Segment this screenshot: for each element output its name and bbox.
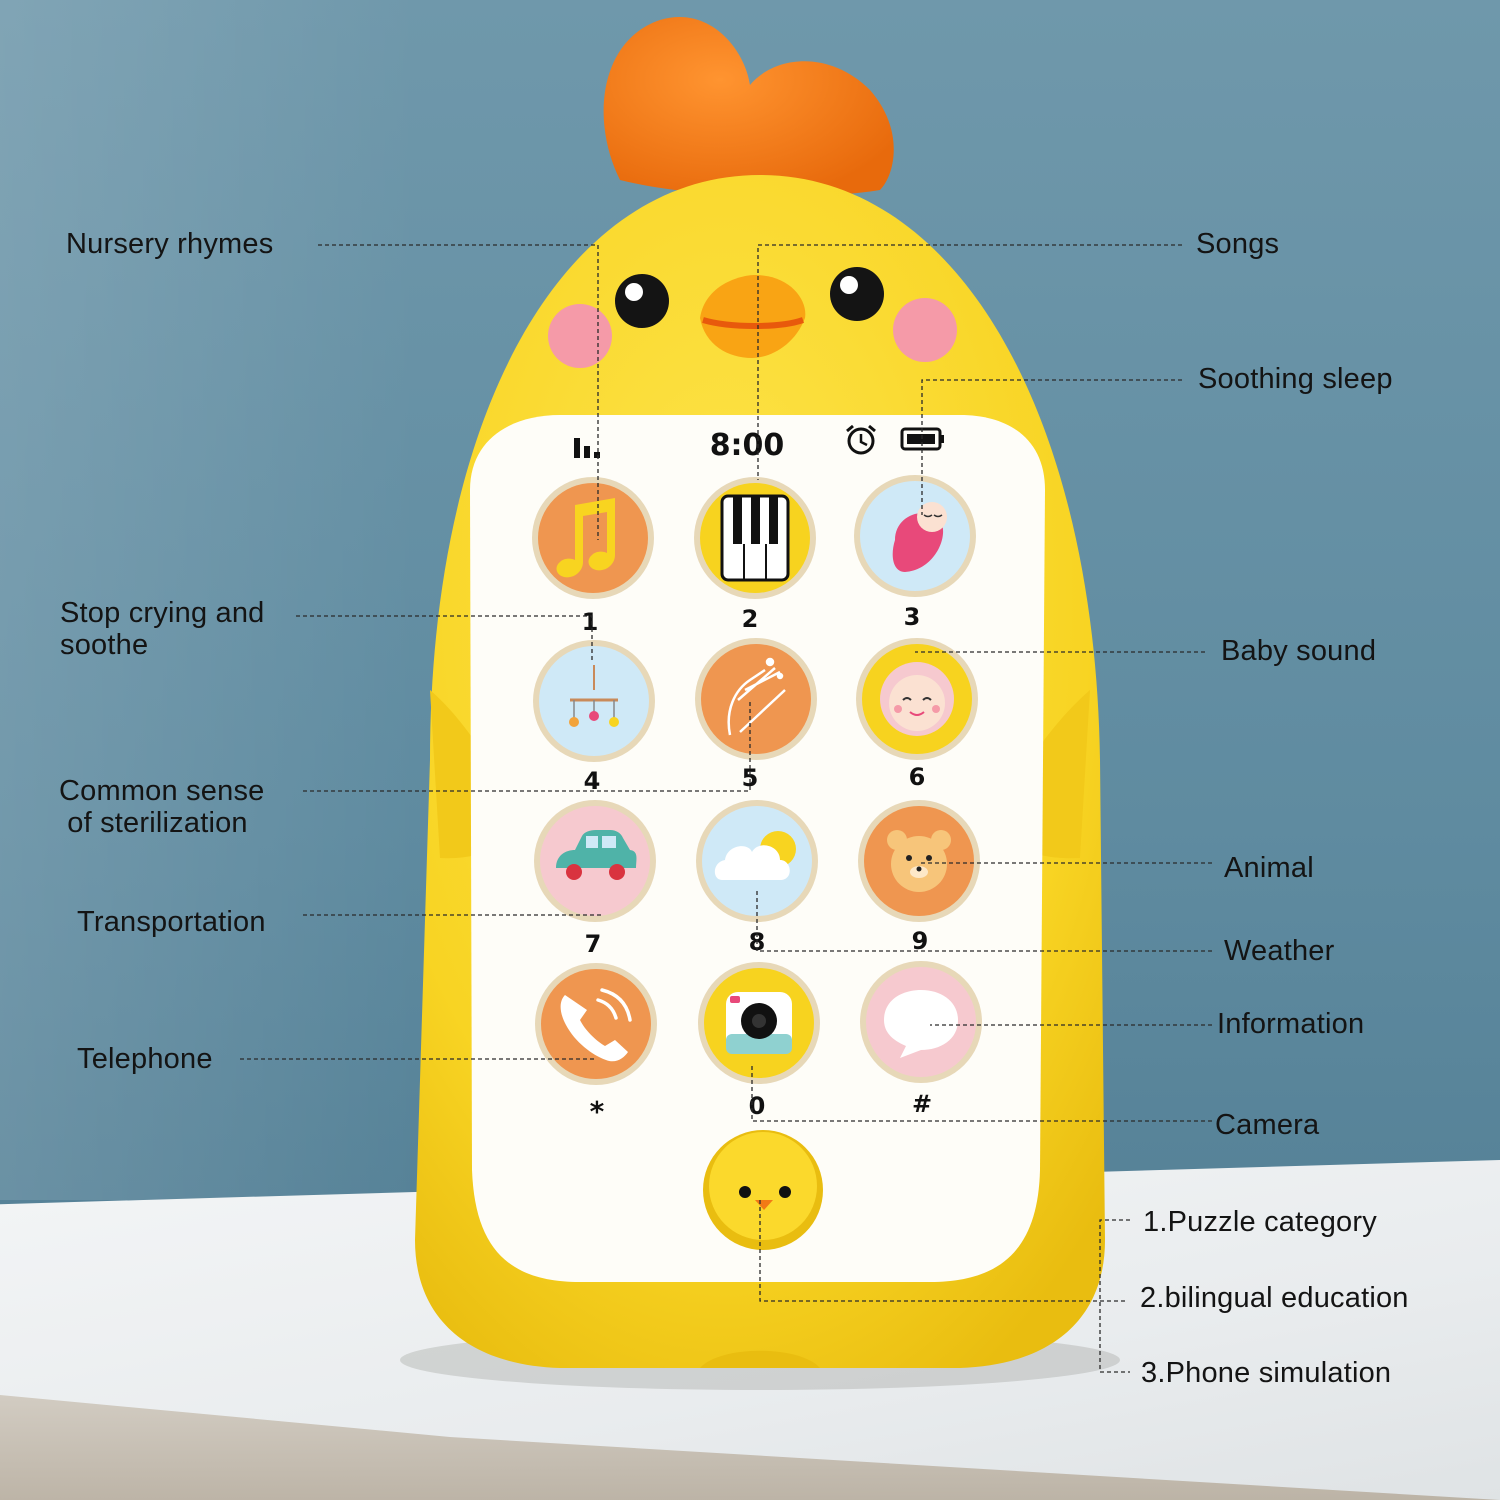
piano-icon [720,494,790,582]
left-cheek [548,304,612,368]
callout-information: Information [1217,1008,1365,1040]
alarm-clock-icon [846,424,876,455]
phone-icon [560,988,632,1062]
key-2-button[interactable]: 2 [694,477,816,633]
key-7-button[interactable]: 7 [534,800,656,958]
callout-transportation: Transportation [77,906,266,938]
keypad: 1 2 3 [532,475,982,1250]
callout-camera: Camera [1215,1109,1320,1141]
key-hash-label: # [912,1090,932,1118]
key-6-label: 6 [909,763,926,791]
key-5-button[interactable]: 5 [695,638,817,792]
sleeping-baby-icon [892,502,947,572]
car-icon [556,830,637,880]
key-3-button[interactable]: 3 [854,475,976,631]
key-0-label: 0 [749,1092,766,1120]
signal-icon [574,438,600,458]
beak [700,275,806,358]
key-1-label: 1 [582,608,599,636]
key-8-button[interactable]: 8 [696,800,818,956]
baby-mobile-icon [569,665,619,727]
key-4-button[interactable]: 4 [533,640,655,795]
key-star-label: * [590,1095,605,1128]
wall-background [0,0,420,1200]
baby-face-icon [880,662,954,736]
battery-icon [900,427,944,451]
callout-stop-crying-line2: soothe [60,629,149,661]
key-1-button[interactable]: 1 [532,477,654,636]
key-7-label: 7 [585,930,602,958]
callout-songs: Songs [1196,228,1280,260]
key-3-label: 3 [904,603,921,631]
callout-baby-sound: Baby sound [1221,635,1377,667]
callout-common-sense-line1: Common sense [59,775,265,807]
key-4-label: 4 [584,767,601,795]
key-6-button[interactable]: 6 [856,638,978,791]
left-eye [615,274,669,328]
right-cheek [893,298,957,362]
callout-animal: Animal [1224,852,1314,884]
weather-cloud-sun-icon [714,831,796,880]
callout-weather: Weather [1224,935,1335,967]
callout-common-sense-line2: of sterilization [59,807,248,839]
callout-stop-crying-line1: Stop crying and [60,597,265,629]
camera-icon [726,992,792,1054]
callout-mode-phone-simulation: 3.Phone simulation [1141,1357,1392,1389]
status-time: 8:00 [710,428,785,463]
callout-common-sense: Common sense of sterilization [59,775,265,839]
leader-lines [240,244,1212,1373]
callout-nursery-rhymes: Nursery rhymes [66,228,274,260]
callout-telephone: Telephone [77,1043,213,1075]
callout-soothing-sleep: Soothing sleep [1198,363,1393,395]
key-star-button[interactable]: * [535,963,657,1128]
status-bar: 8:00 [574,424,944,463]
chick-mode-button[interactable] [703,1130,823,1250]
bear-icon [887,830,951,892]
washing-hands-icon [727,657,786,736]
message-bubble-icon [884,990,958,1058]
callout-stop-crying: Stop crying and soothe [60,597,265,661]
chick-face [548,267,957,368]
music-note-icon [556,498,615,578]
key-2-label: 2 [742,605,759,633]
key-9-label: 9 [912,927,929,955]
key-hash-button[interactable]: # [860,961,982,1118]
chick-comb [603,17,894,197]
key-0-button[interactable]: 0 [698,962,820,1120]
callout-mode-bilingual: 2.bilingual education [1140,1282,1409,1314]
callout-mode-puzzle: 1.Puzzle category [1143,1206,1377,1238]
right-eye [830,267,884,321]
key-5-label: 5 [742,764,759,792]
key-9-button[interactable]: 9 [858,800,980,955]
